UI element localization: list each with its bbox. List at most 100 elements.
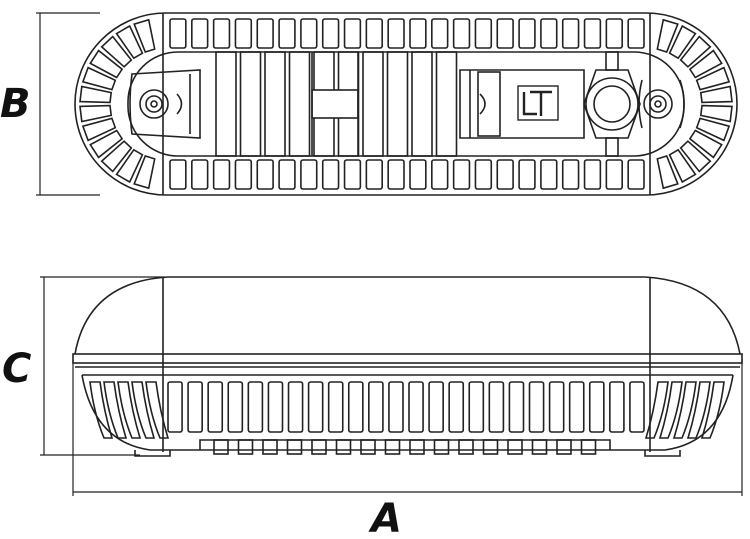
- radial-fin: [133, 155, 156, 190]
- bottom-tooth: [409, 439, 425, 455]
- side-fin: [187, 381, 203, 433]
- top-view-right-lug-notch: [479, 93, 486, 115]
- top-view-gland-body: [583, 69, 641, 139]
- top-fin: [540, 18, 558, 49]
- top-fin: [212, 18, 231, 49]
- dimension-c-label: C: [2, 346, 31, 392]
- top-fin: [212, 159, 231, 190]
- top-fin: [561, 18, 580, 49]
- central-bar: [215, 51, 237, 157]
- radial-fin: [668, 24, 697, 60]
- top-fin: [387, 18, 405, 49]
- top-view-central-bars: [215, 51, 458, 157]
- radial-fin: [699, 85, 733, 104]
- side-fin: [167, 381, 183, 433]
- bottom-tooth: [237, 439, 254, 455]
- bottom-tooth: [360, 439, 376, 455]
- side-fin: [448, 381, 465, 433]
- top-fin: [278, 18, 296, 49]
- top-fin: [627, 18, 645, 49]
- top-view-left-screw-icon: [139, 89, 169, 119]
- side-fin: [287, 381, 304, 433]
- dimension-b-label: B: [0, 81, 31, 127]
- logo: [517, 85, 559, 121]
- central-bar: [362, 51, 384, 157]
- top-fin: [321, 159, 340, 190]
- bottom-tooth: [580, 439, 597, 455]
- side-end-fin: [103, 381, 128, 439]
- side-fin: [207, 381, 224, 433]
- radial-fin: [679, 140, 712, 173]
- side-fin: [347, 381, 364, 433]
- side-view-bottom-profile: [134, 439, 681, 457]
- top-view-outline: [74, 12, 738, 196]
- side-end-fin: [117, 381, 142, 439]
- top-fin: [387, 159, 405, 190]
- radial-fin: [79, 104, 113, 123]
- bottom-tooth: [311, 439, 327, 455]
- dimension-a-label: A: [368, 496, 402, 539]
- top-fin: [300, 18, 318, 49]
- side-fin: [307, 381, 324, 433]
- central-bridge: [311, 89, 359, 119]
- side-view-end-fins: [89, 381, 725, 439]
- top-fin: [561, 159, 580, 190]
- side-fin: [528, 381, 545, 433]
- bottom-tooth: [458, 439, 474, 455]
- top-fin: [518, 159, 536, 190]
- central-bar: [288, 51, 311, 157]
- top-fin: [431, 159, 449, 190]
- top-fin: [256, 159, 274, 190]
- top-view-left-mount-plate: [129, 69, 201, 139]
- top-fin: [169, 18, 187, 49]
- side-end-fin: [145, 381, 170, 439]
- top-view: [74, 12, 738, 196]
- side-view: [72, 276, 743, 457]
- top-view-right-mount-plate: [459, 69, 585, 139]
- top-fin: [627, 159, 645, 190]
- bottom-tooth: [482, 439, 499, 455]
- top-fin: [409, 159, 427, 190]
- radial-fin: [115, 24, 144, 60]
- side-fin: [368, 381, 384, 433]
- side-end-fin: [89, 381, 114, 439]
- side-fin: [588, 381, 605, 433]
- top-fin: [234, 18, 253, 49]
- side-view-rim: [72, 353, 743, 364]
- radial-fin: [100, 35, 133, 68]
- top-fin: [452, 18, 471, 49]
- central-bar: [386, 51, 409, 157]
- top-fin: [583, 159, 602, 190]
- top-view-left-radial-fins: [79, 18, 156, 190]
- bottom-tooth: [556, 439, 572, 455]
- side-fin: [568, 381, 585, 433]
- top-fin: [365, 159, 383, 190]
- top-view-cable-gland-icon: [585, 77, 639, 131]
- radial-fin: [89, 49, 124, 79]
- radial-fin: [656, 155, 679, 190]
- radial-fin: [89, 129, 124, 159]
- side-fin: [267, 381, 284, 433]
- top-fin: [191, 18, 209, 49]
- side-fin: [548, 381, 565, 433]
- radial-fin: [695, 117, 731, 142]
- radial-fin: [81, 66, 117, 91]
- bottom-tooth: [335, 439, 352, 455]
- side-view-fins: [167, 381, 645, 433]
- top-fin: [343, 159, 362, 190]
- bottom-tooth: [213, 439, 229, 455]
- top-fin: [191, 159, 209, 190]
- central-bar: [239, 51, 262, 157]
- side-fin: [468, 381, 485, 433]
- side-fin: [227, 381, 244, 433]
- side-end-fin: [644, 381, 669, 439]
- top-fin: [496, 18, 514, 49]
- side-fin: [428, 381, 444, 433]
- radial-fin: [115, 148, 144, 184]
- radial-fin: [81, 117, 117, 142]
- central-bar: [411, 51, 433, 157]
- top-fin: [409, 18, 427, 49]
- central-bar: [435, 51, 458, 157]
- side-end-fin: [131, 381, 156, 439]
